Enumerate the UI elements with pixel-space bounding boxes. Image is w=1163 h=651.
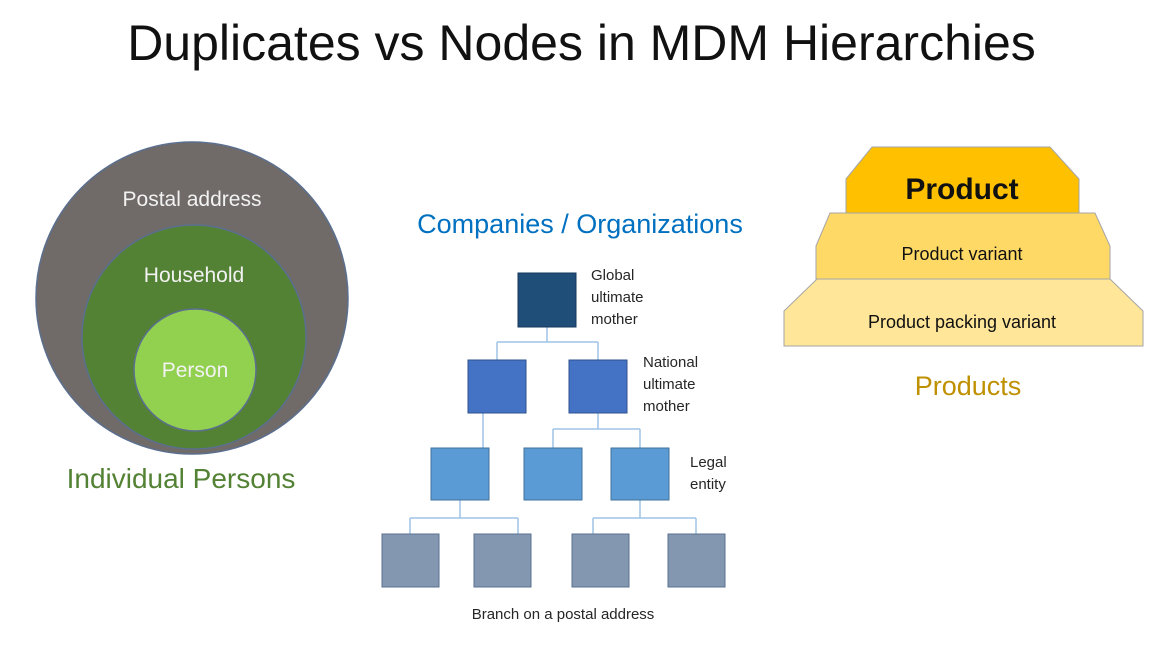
postal-address-label: Postal address [123,188,262,211]
branch-node [473,533,532,588]
branch-node [571,533,630,588]
global-ultimate-mother-node [517,272,577,328]
legal-entity-label: Legal entity [690,454,731,493]
global-ultimate-mother-label: Global ultimate mother [591,267,648,328]
persons-diagram: Postal address Household Person Individu… [35,141,349,494]
product-variant-label: Product variant [901,244,1022,264]
person-label: Person [162,359,229,382]
household-label: Household [144,264,244,287]
products-caption: Products [915,371,1022,401]
individual-persons-caption: Individual Persons [67,463,296,494]
person-circle [133,308,257,432]
page-title: Duplicates vs Nodes in MDM Hierarchies [127,15,1036,71]
legal-entity-node [610,447,670,501]
companies-diagram: Companies / Organizations [381,209,743,623]
branch-label: Branch on a postal address [472,606,655,623]
branch-node [381,533,440,588]
product-label: Product [905,173,1018,206]
companies-heading: Companies / Organizations [417,209,743,239]
product-tier [845,146,1080,214]
tree-connectors [409,327,697,534]
legal-entity-node [523,447,583,501]
branch-node [667,533,726,588]
national-ultimate-mother-node [467,359,527,414]
national-ultimate-mother-label: National ultimate mother [643,354,702,415]
national-ultimate-mother-node [568,359,628,414]
legal-entity-node [430,447,490,501]
product-packing-variant-label: Product packing variant [868,312,1056,332]
product-variant-tier [815,212,1111,280]
products-diagram: Product Product variant Product packing … [783,146,1144,401]
